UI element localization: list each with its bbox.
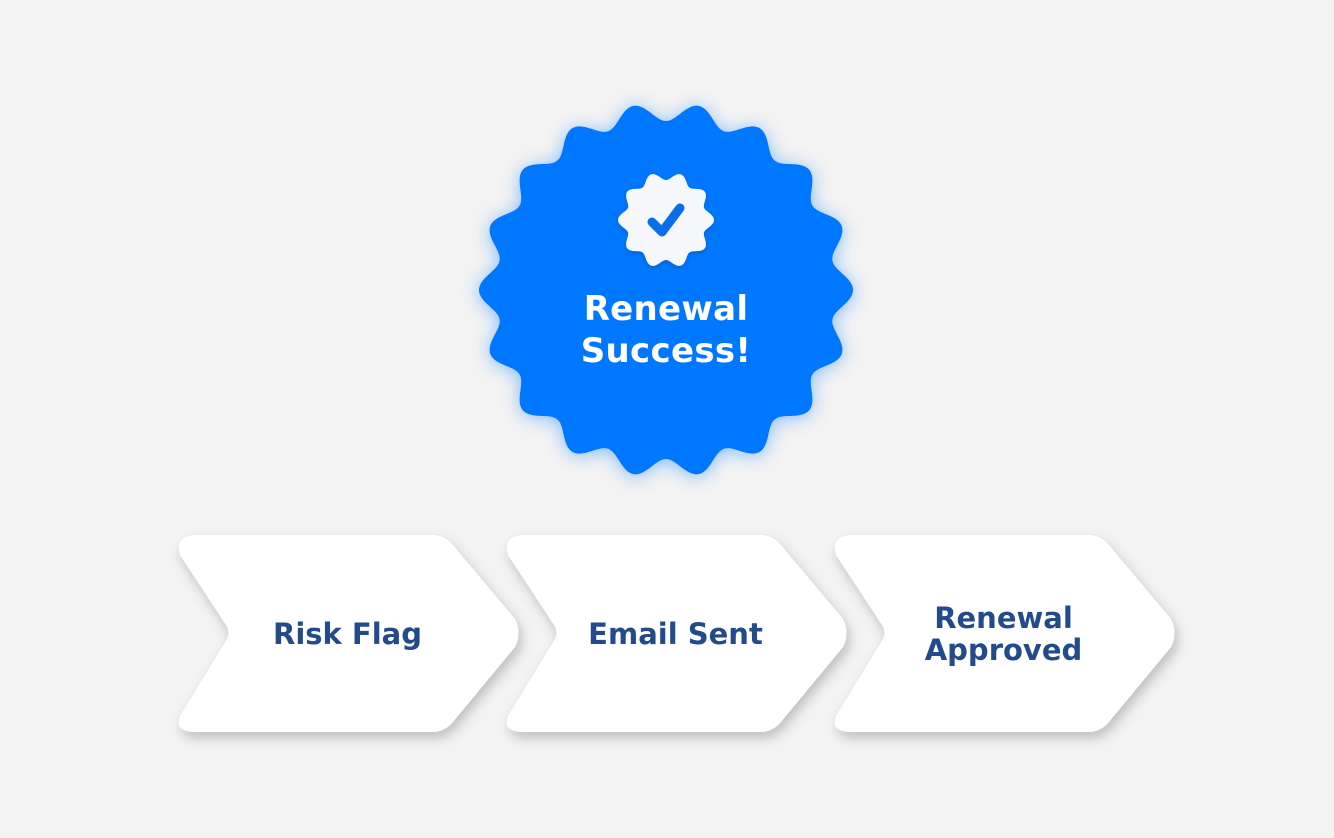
- renewal-success-badge: Renewal Success!: [466, 90, 866, 490]
- step-email-sent: Email Sent: [498, 535, 853, 732]
- step-label: Renewal Approved: [924, 600, 1083, 667]
- step-renewal-approved: Renewal Approved: [826, 535, 1181, 732]
- badge-title-line2: Success!: [580, 331, 752, 371]
- step-label: Risk Flag: [273, 616, 422, 651]
- verified-check-icon: [616, 170, 716, 270]
- badge-title-line1: Renewal: [583, 289, 749, 329]
- scalloped-badge-shape: [479, 105, 853, 475]
- step-label: Email Sent: [588, 616, 763, 651]
- badge-title: Renewal Success!: [466, 288, 866, 372]
- step-risk-flag: Risk Flag: [170, 535, 525, 732]
